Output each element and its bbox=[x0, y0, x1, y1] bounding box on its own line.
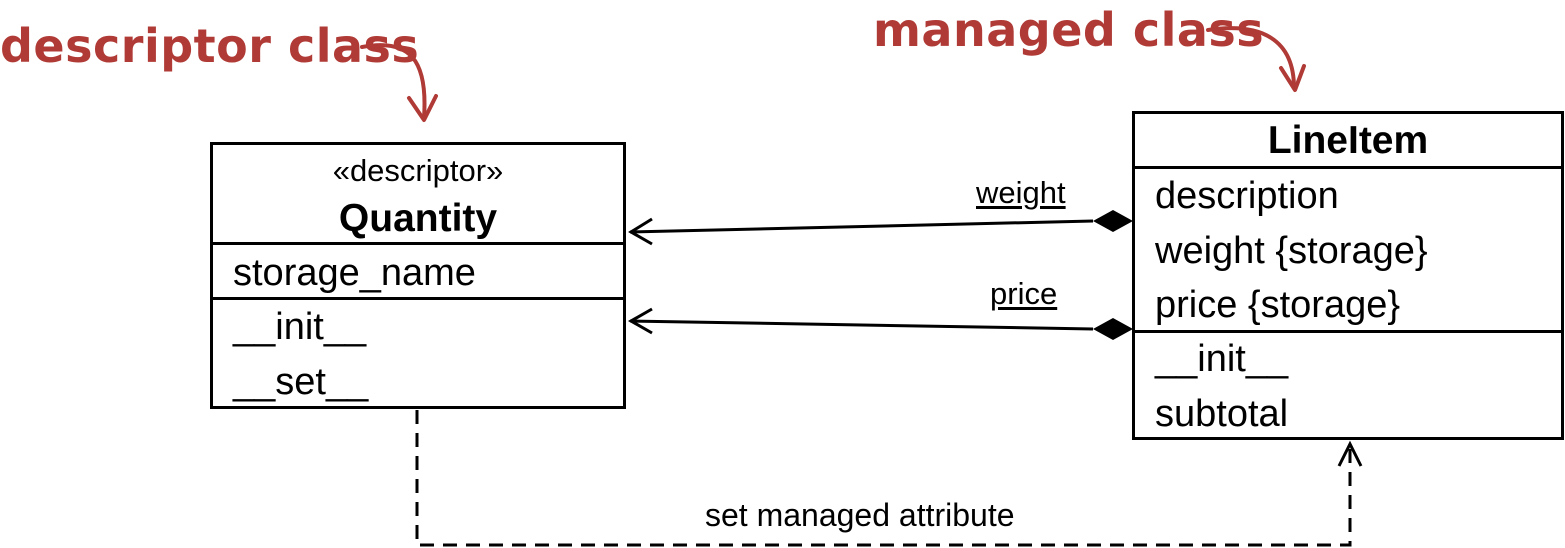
lineitem-divider-1 bbox=[1135, 166, 1561, 169]
weight-composition-diamond bbox=[1093, 210, 1133, 232]
price-role-label: price bbox=[990, 276, 1058, 311]
managed-class-annotation: managed class bbox=[873, 3, 1265, 57]
quantity-divider-2 bbox=[213, 297, 623, 300]
weight-role-label: weight bbox=[976, 175, 1066, 210]
lineitem-class-name: LineItem bbox=[1267, 119, 1429, 162]
price-association bbox=[627, 307, 1133, 340]
quantity-class-name: Quantity bbox=[338, 197, 498, 240]
lineitem-header: LineItem bbox=[1135, 114, 1561, 168]
quantity-stereotype: «descriptor» bbox=[332, 153, 504, 188]
price-composition-diamond bbox=[1093, 318, 1133, 340]
quantity-header: «descriptor» Quantity bbox=[213, 145, 623, 245]
lineitem-method: __init__ bbox=[1155, 338, 1289, 380]
lineitem-divider-2 bbox=[1135, 330, 1561, 333]
lineitem-attribute: weight {storage} bbox=[1155, 230, 1428, 272]
lineitem-attribute: price {storage} bbox=[1155, 284, 1401, 326]
lineitem-class-box: LineItem description weight {storage} pr… bbox=[1132, 111, 1564, 440]
quantity-methods: __init__ __set__ bbox=[213, 300, 623, 408]
quantity-method: __init__ bbox=[233, 306, 367, 348]
quantity-attribute: storage_name bbox=[233, 252, 476, 294]
lineitem-attributes: description weight {storage} price {stor… bbox=[1135, 169, 1561, 333]
lineitem-methods: __init__ subtotal bbox=[1135, 333, 1561, 439]
quantity-divider-1 bbox=[213, 242, 623, 245]
lineitem-attribute: description bbox=[1155, 175, 1339, 217]
quantity-method: __set__ bbox=[233, 361, 369, 403]
weight-association bbox=[628, 210, 1133, 246]
descriptor-class-annotation: descriptor class bbox=[0, 19, 420, 73]
quantity-class-box: «descriptor» Quantity storage_name __ini… bbox=[210, 142, 626, 409]
dependency-label: set managed attribute bbox=[705, 497, 1015, 533]
lineitem-method: subtotal bbox=[1155, 393, 1289, 435]
quantity-attributes: storage_name bbox=[213, 245, 623, 299]
